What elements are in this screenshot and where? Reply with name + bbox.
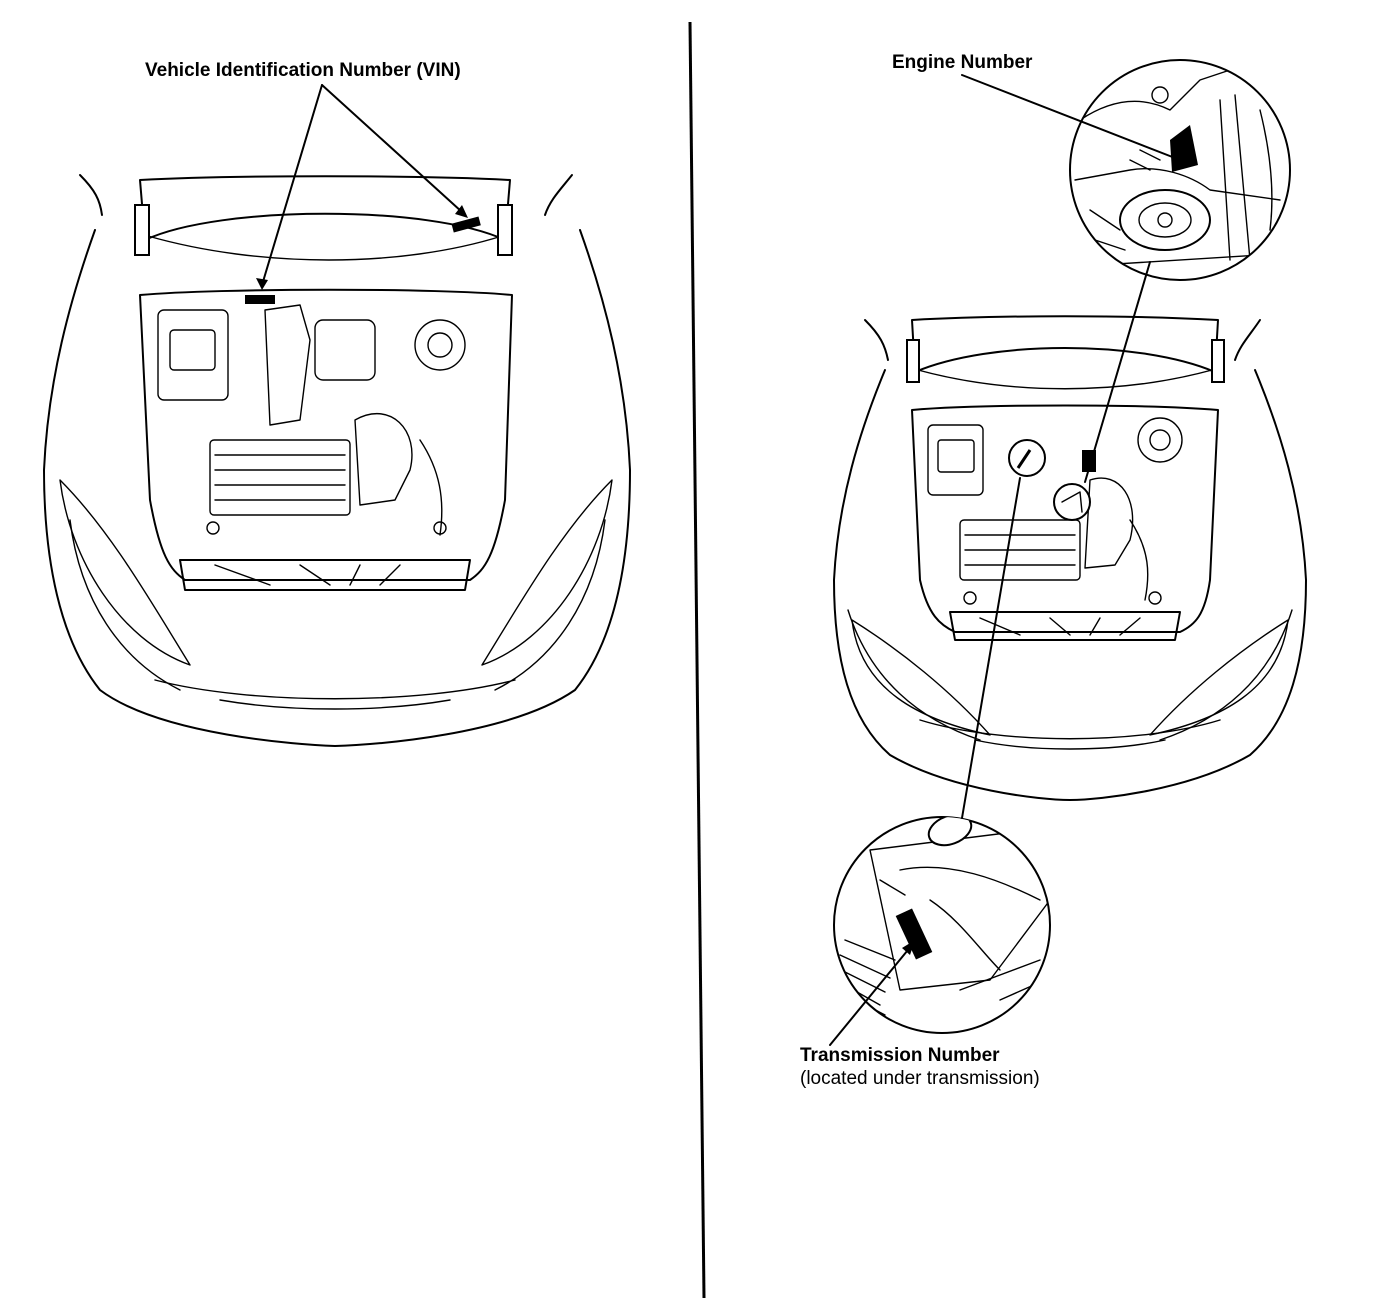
- transmission-number-detail: [833, 816, 1051, 1034]
- left-headlight: [59, 479, 191, 666]
- engine-detail-connector: [1084, 261, 1151, 483]
- right-car-body: [833, 369, 1307, 801]
- vin-plate-windshield: [451, 216, 481, 233]
- transmission-number-label: Transmission Number: [800, 1045, 1000, 1066]
- right-car-illustration: [833, 315, 1307, 801]
- engine-number-detail: [1069, 59, 1291, 281]
- engine-location-marker: [1053, 483, 1091, 521]
- vin-leader-line-2: [321, 84, 463, 213]
- right-headlight: [481, 479, 613, 666]
- vin-plate-dash: [245, 295, 275, 304]
- engine-number-plate: [1170, 125, 1198, 172]
- transmission-number-leader-line: [829, 944, 913, 1046]
- left-car-body: [43, 229, 631, 747]
- transmission-location-note: (located under transmission): [800, 1068, 1040, 1089]
- engine-number-leader-line: [961, 74, 1176, 159]
- transmission-number-plate: [895, 908, 933, 960]
- left-car-illustration: [43, 84, 631, 747]
- transmission-location-marker: [1008, 439, 1046, 477]
- panel-divider: [688, 21, 706, 1299]
- vin-label: Vehicle Identification Number (VIN): [145, 60, 461, 81]
- engine-number-label: Engine Number: [892, 52, 1033, 73]
- vin-leader-line-1: [261, 84, 323, 286]
- right-engine-bay: [911, 404, 1219, 633]
- right-hood: [911, 315, 1219, 373]
- transmission-detail-connector: [961, 477, 1021, 819]
- left-engine-bay: [139, 288, 513, 581]
